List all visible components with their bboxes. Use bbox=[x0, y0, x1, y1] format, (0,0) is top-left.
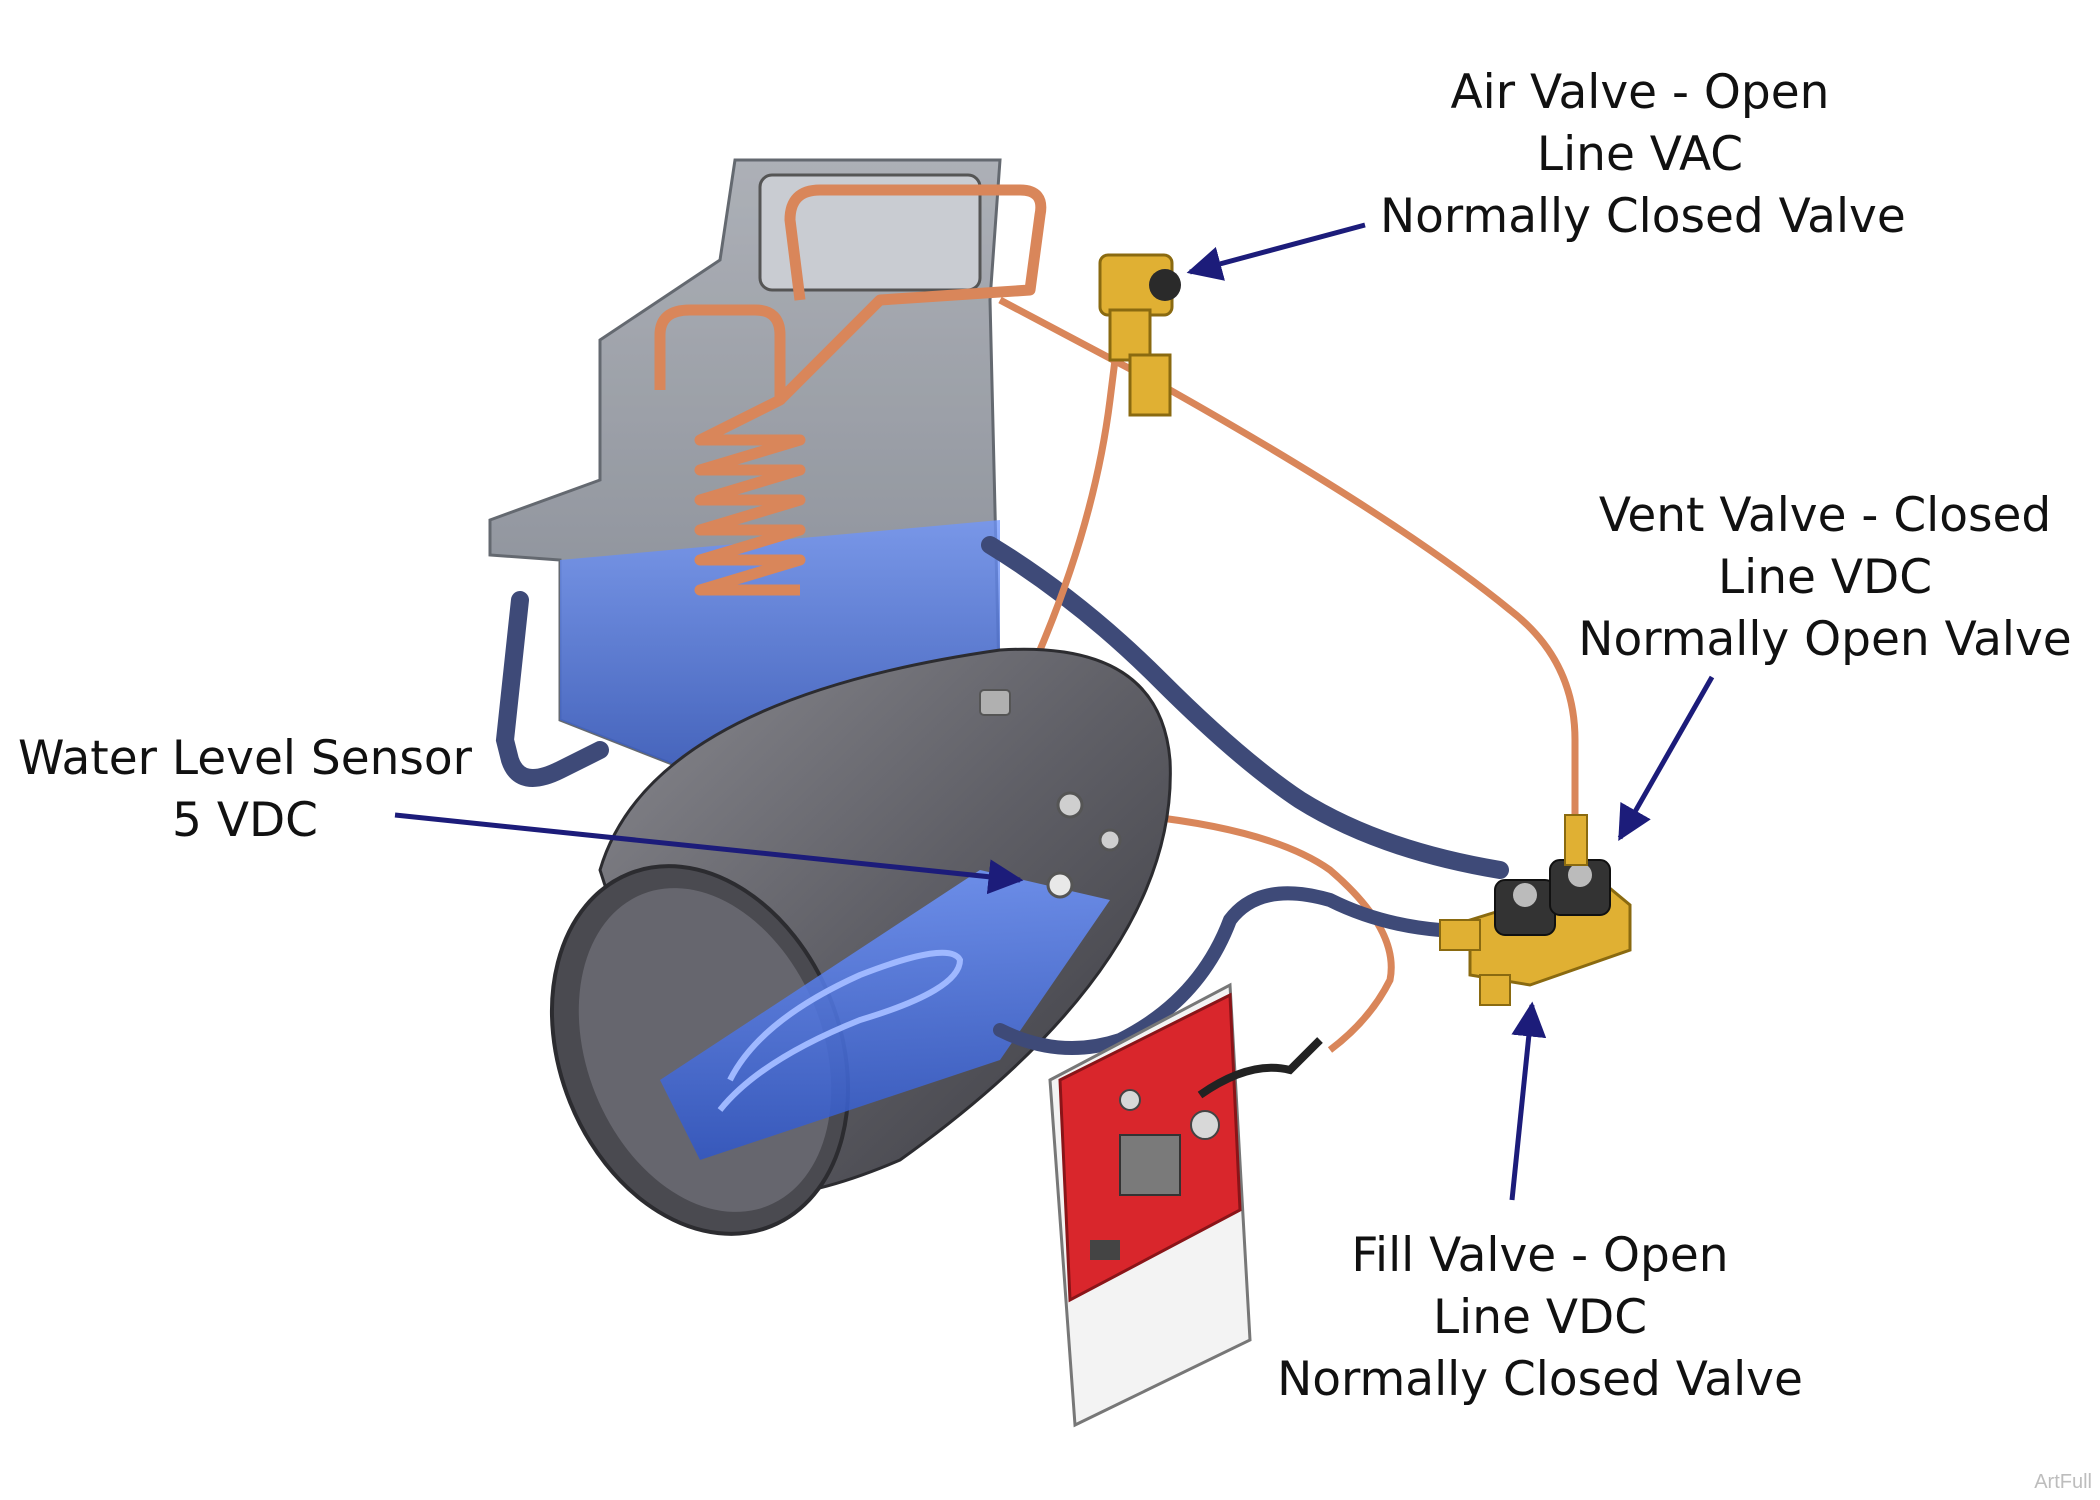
heater-tank bbox=[549, 647, 1172, 1236]
vent-valve-label-line1: Vent Valve - Closed bbox=[1598, 488, 2052, 543]
vent-valve-label: Vent Valve - Closed Line VDC Normally Op… bbox=[1575, 485, 2075, 671]
drain-hose bbox=[981, 536, 1509, 879]
water-level-sensor-label-line2: 5 VDC bbox=[171, 793, 318, 848]
air-valve-label-line2: Line VAC bbox=[1536, 127, 1744, 182]
vent-valve-arrow bbox=[1617, 675, 1715, 842]
water-level-sensor-label: Water Level Sensor 5 VDC bbox=[10, 728, 480, 852]
circuit-board bbox=[1048, 982, 1323, 1428]
air-valve bbox=[1098, 253, 1181, 417]
air-valve-label-line1: Air Valve - Open bbox=[1450, 65, 1830, 120]
condenser-coil bbox=[654, 184, 1047, 596]
air-valve-arrow bbox=[1186, 222, 1366, 281]
vent-valve-label-line2: Line VDC bbox=[1717, 550, 1933, 605]
fill-valve-label-line2: Line VDC bbox=[1432, 1290, 1648, 1345]
air-valve-label: Air Valve - Open Line VAC Normally Close… bbox=[1380, 62, 1906, 248]
water-level-sensor-arrow bbox=[394, 812, 1024, 895]
fill-valve-arrow bbox=[1509, 1001, 1547, 1201]
fill-hose bbox=[993, 886, 1447, 1055]
vent-valve-label-line3: Normally Open Valve bbox=[1578, 612, 2072, 667]
fill-valve-label: Fill Valve - Open Line VDC Normally Clos… bbox=[1270, 1225, 1810, 1411]
fill-valve-label-line1: Fill Valve - Open bbox=[1351, 1228, 1729, 1283]
watermark: ArtFull bbox=[2034, 1471, 2092, 1493]
air-valve-label-line3: Normally Closed Valve bbox=[1380, 189, 1906, 244]
water-level-sensor-label-line1: Water Level Sensor bbox=[18, 731, 472, 786]
valve-block bbox=[1439, 814, 1632, 1006]
fill-valve-label-line3: Normally Closed Valve bbox=[1277, 1352, 1803, 1407]
